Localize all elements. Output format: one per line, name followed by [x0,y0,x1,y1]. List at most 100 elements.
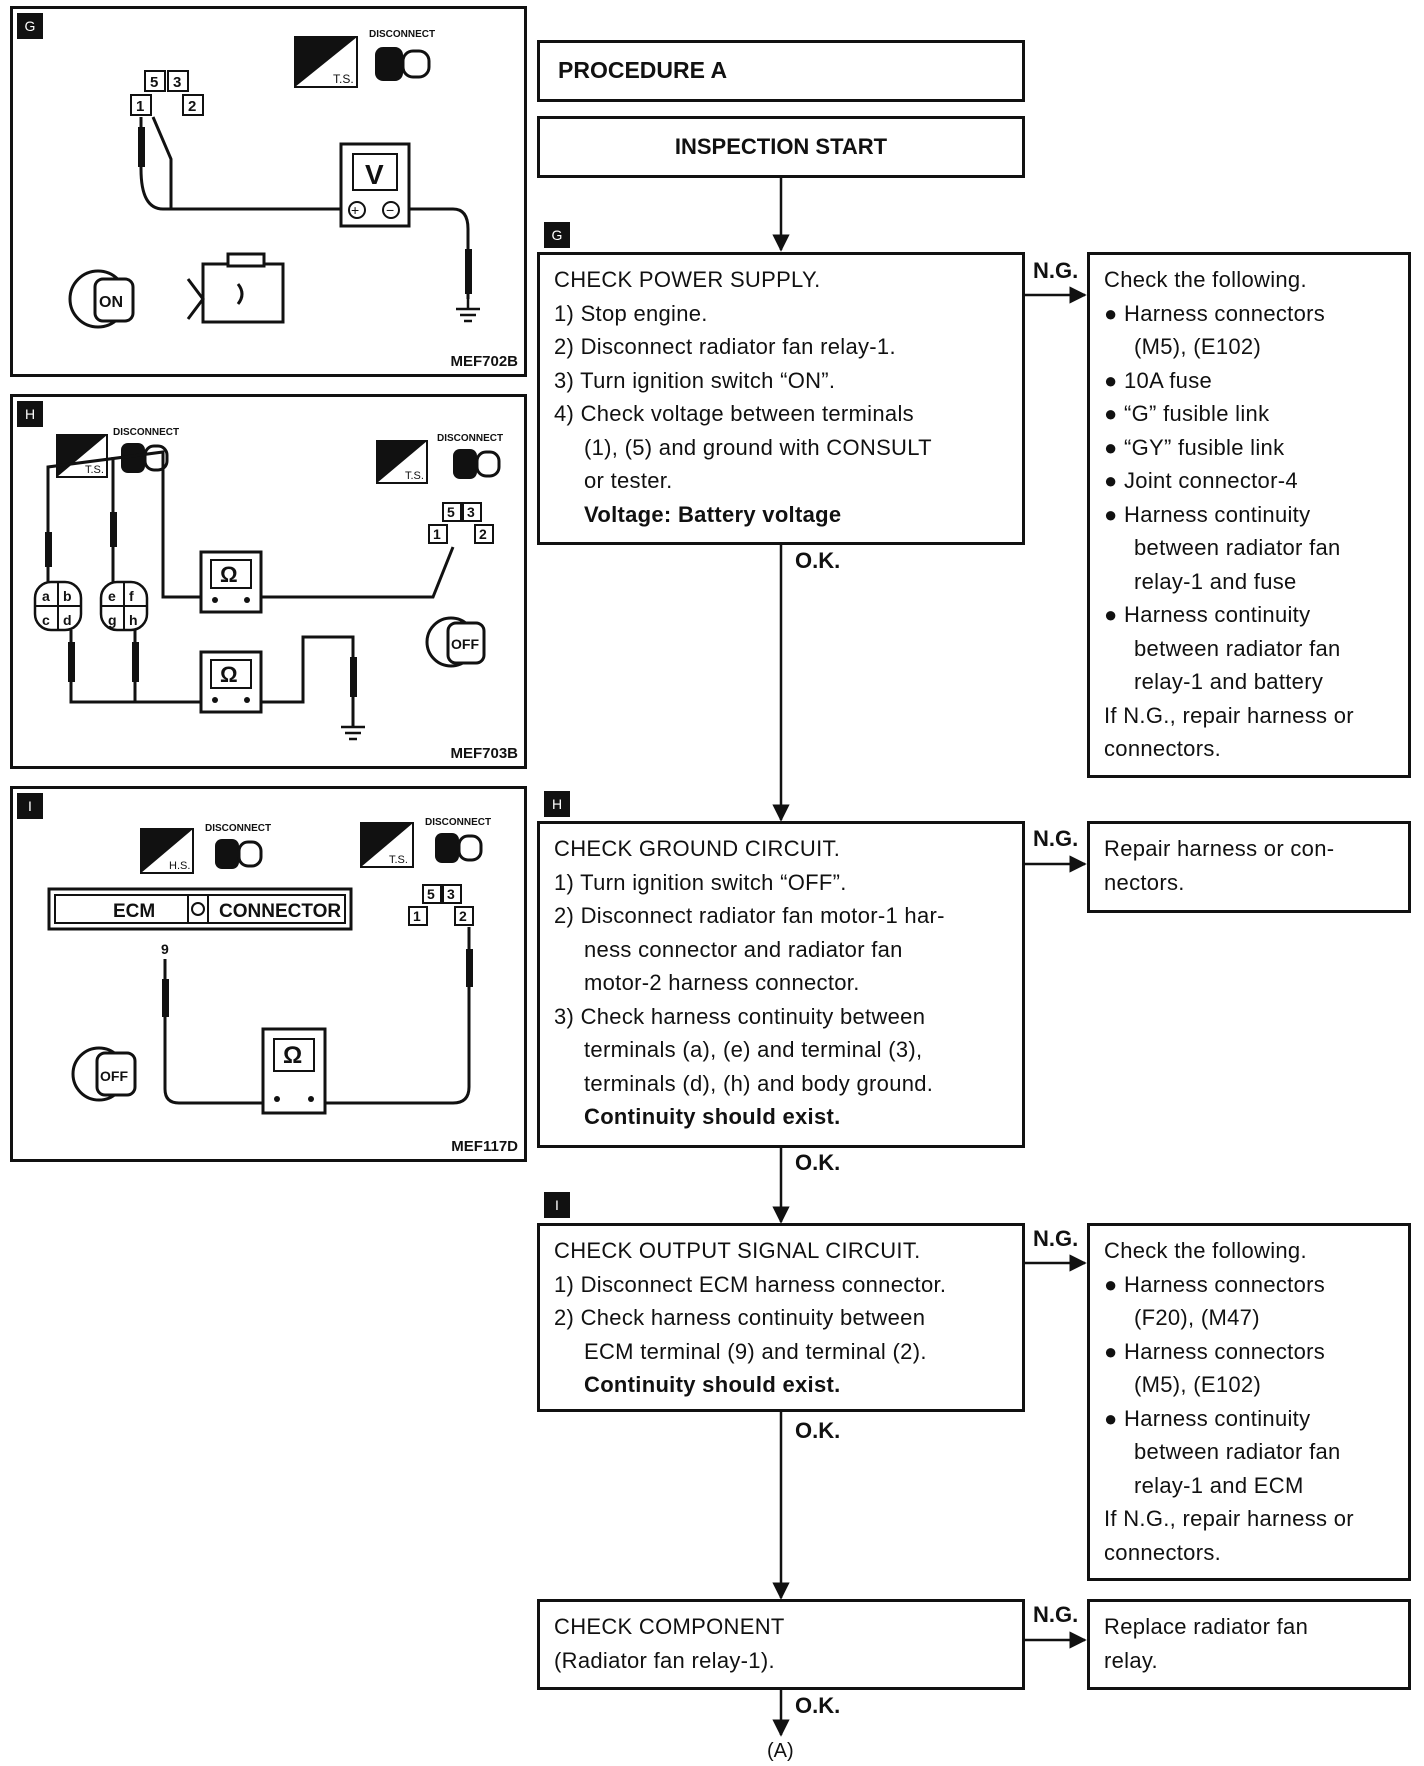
svg-text:g: g [108,612,117,628]
step1-ng-line-14: connectors. [1104,736,1222,761]
figure-output-signal: I H.S. DISCONNECT T.S. DISCONNECT [10,786,527,1162]
step3-ng-line-0: Check the following. [1104,1238,1307,1263]
step1-ng-line-1: ● Harness connectors [1104,300,1326,326]
step2-spec: Continuity should exist. [584,1104,841,1129]
ng-label-1: N.G. [1033,258,1079,283]
ok-label-3: O.K. [795,1418,841,1443]
step1-ng-box: Check the following. ● Harness connector… [1087,252,1411,778]
inspection-start-box: INSPECTION START [537,116,1025,178]
step1-ng-line-0: Check the following. [1104,267,1307,292]
ohmmeter-icon: Ω [261,1027,327,1115]
step3-line-1: 1) Disconnect ECM harness connector. [554,1271,947,1297]
svg-text:d: d [63,612,72,628]
figure-i-diagram: H.S. DISCONNECT T.S. DISCONNECT ECM CONN… [47,817,491,1115]
svg-text:3: 3 [173,74,181,91]
step3-ng-line-4: (M5), (E102) [1134,1372,1262,1397]
svg-text:3: 3 [447,886,455,902]
svg-text:5: 5 [447,504,455,520]
step1-line-4: 4) Check voltage between terminals [554,401,914,426]
step1-ng-line-13: If N.G., repair harness or [1104,702,1354,728]
step1-ng-line-3: ● 10A fuse [1104,367,1213,393]
step3-ng-line-9: connectors. [1104,1539,1222,1565]
ng-label-3: N.G. [1033,1226,1079,1251]
step2-line-2: 2) Disconnect radiator fan motor-1 har- [554,903,945,928]
svg-text:b: b [63,588,72,604]
svg-text:DISCONNECT: DISCONNECT [437,433,503,444]
figure-power-supply: G T.S. DISCONNECT 5 3 1 2 [10,6,527,377]
svg-text:DISCONNECT: DISCONNECT [369,29,435,40]
step1-line-5: (1), (5) and ground with CONSULT [584,434,932,460]
ohmmeter-icon-2: Ω [199,650,263,714]
svg-text:−: − [386,202,394,218]
step1-ng-line-10: ● Harness continuity [1104,602,1311,627]
step3-ng-line-6: between radiator fan [1134,1439,1341,1464]
ok-label-4: O.K. [795,1693,841,1718]
step1-line-2: 2) Disconnect radiator fan relay-1. [554,334,896,359]
hs-icon: H.S. [140,828,194,874]
ohmmeter-icon: Ω [199,550,263,614]
step3-line-0: CHECK OUTPUT SIGNAL CIRCUIT. [554,1238,921,1263]
step2-line-5: 3) Check harness continuity between [554,1003,926,1029]
svg-text:+: + [351,202,359,218]
svg-text:2: 2 [459,908,467,924]
voltmeter-icon: V + − [339,142,411,228]
step2-line-7: terminals (d), (h) and body ground. [584,1070,934,1096]
svg-text:f: f [129,588,134,604]
step1-ng-line-5: ● “GY” fusible link [1104,434,1285,460]
step3-ng-line-1: ● Harness connectors [1104,1271,1326,1297]
disconnect-icon: DISCONNECT [113,427,179,473]
figure-g-diagram: T.S. DISCONNECT 5 3 1 2 [68,29,480,329]
ecm-connector: ECM CONNECTOR [47,887,353,931]
step3-ng-line-5: ● Harness continuity [1104,1405,1311,1431]
disconnect-icon-2: DISCONNECT [437,433,503,479]
step4-component-box: CHECK COMPONENT (Radiator fan relay-1). [537,1599,1025,1690]
disconnect-icon-2: DISCONNECT [425,817,491,863]
procedure-title-box: PROCEDURE A [537,40,1025,102]
step4-ng-line-1: relay. [1104,1647,1158,1673]
svg-text:V: V [365,159,384,190]
svg-text:2: 2 [188,98,196,115]
step1-badge: G [544,222,570,248]
ts-icon-2: T.S. [376,440,428,484]
svg-text:DISCONNECT: DISCONNECT [113,427,179,438]
svg-text:1: 1 [433,526,441,542]
step3-ng-box: Check the following. ● Harness connector… [1087,1223,1411,1581]
step4-ng-box: Replace radiator fan relay. [1087,1599,1411,1690]
step3-spec: Continuity should exist. [584,1372,841,1397]
step3-line-2: 2) Check harness continuity between [554,1305,926,1330]
step1-line-6: or tester. [584,468,673,493]
step3-ng-line-2: (F20), (M47) [1134,1305,1260,1330]
fan-motor-1-connector: a b c d [33,580,83,632]
procedure-title: PROCEDURE A [558,57,728,83]
ts-icon: T.S. [56,434,108,478]
step2-badge: H [544,791,570,817]
ignition-key-off-icon: OFF [71,1046,137,1102]
step1-spec: Voltage: Battery voltage [584,501,842,527]
svg-text:Ω: Ω [220,662,238,687]
svg-text:5: 5 [150,74,158,91]
step1-ng-line-11: between radiator fan [1134,635,1341,661]
ground-icon [341,725,365,741]
step4-line-1: (Radiator fan relay-1). [554,1647,775,1673]
svg-text:a: a [42,588,50,604]
svg-text:T.S.: T.S. [389,854,408,866]
figure-i-badge: I [17,793,43,819]
step1-power-supply-box: CHECK POWER SUPPLY. 1) Stop engine. 2) D… [537,252,1025,545]
ng-label-2: N.G. [1033,826,1079,851]
svg-text:DISCONNECT: DISCONNECT [425,817,491,828]
step1-ng-line-7: ● Harness continuity [1104,501,1311,527]
svg-text:OFF: OFF [100,1068,128,1084]
svg-text:h: h [129,612,138,628]
step3-ng-line-3: ● Harness connectors [1104,1338,1326,1364]
ts-icon: T.S. [294,36,358,88]
svg-text:OFF: OFF [451,636,479,652]
svg-text:Ω: Ω [283,1042,302,1069]
figure-g-badge: G [17,13,43,39]
ignition-key-on-icon: ON [68,269,135,329]
step3-line-3: ECM terminal (9) and terminal (2). [584,1338,927,1364]
step1-ng-line-9: relay-1 and fuse [1134,568,1297,594]
svg-text:e: e [108,588,116,604]
relay-terminal-connector: 5 3 1 2 [428,502,494,544]
engine-icon [186,252,285,324]
